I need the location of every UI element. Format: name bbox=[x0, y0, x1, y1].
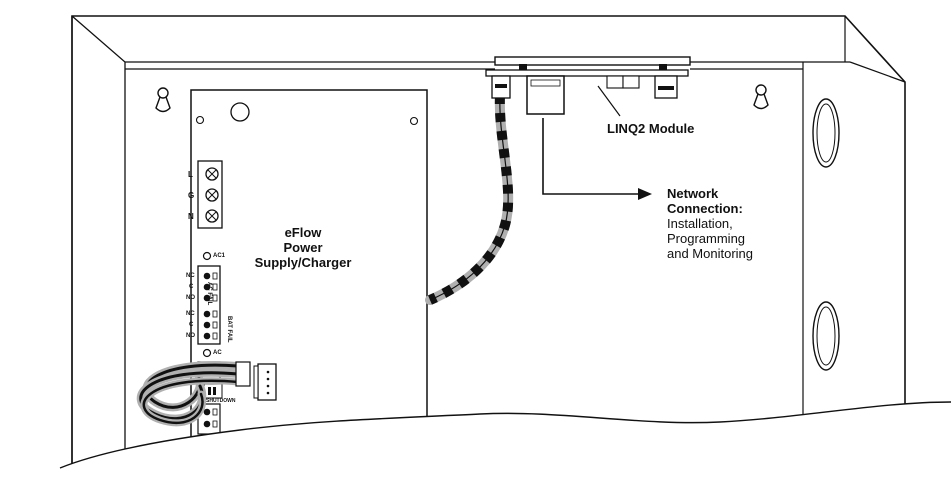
led-ac1-label: AC1 bbox=[213, 253, 226, 259]
contact-label: C bbox=[189, 322, 194, 328]
board-standoff bbox=[230, 102, 250, 122]
contact-label: C bbox=[189, 284, 194, 290]
led-ac-label: AC bbox=[213, 350, 222, 356]
power-supply-board bbox=[190, 89, 428, 468]
psu-label-line: eFlow bbox=[284, 225, 322, 240]
accessory-connector bbox=[253, 363, 277, 401]
network-label-detail: and Monitoring bbox=[667, 246, 753, 261]
ac-fail-label: AC FAIL bbox=[206, 282, 212, 306]
shutdown-label: SHUTDOWN bbox=[206, 398, 236, 404]
terminal-label-g: G bbox=[188, 191, 195, 200]
ac-terminal-block bbox=[197, 160, 223, 229]
led-ac1 bbox=[202, 251, 212, 261]
keyhole-left bbox=[155, 87, 171, 113]
psu-label: eFlow Power Supply/Charger bbox=[240, 225, 366, 270]
led-ac bbox=[202, 348, 212, 358]
network-arrow bbox=[542, 118, 652, 200]
relay-terminal-block bbox=[197, 265, 221, 345]
psu-label-line: Supply/Charger bbox=[254, 255, 352, 270]
cable-plug bbox=[235, 361, 251, 387]
rj45-jack bbox=[526, 75, 565, 115]
enclosure-top-lip bbox=[125, 61, 850, 70]
terminal-label-l: L bbox=[188, 170, 193, 179]
contact-label: NO bbox=[186, 295, 195, 301]
cutaway-edge bbox=[59, 401, 951, 469]
network-label-heading: Connection: bbox=[667, 201, 743, 216]
linq2-module bbox=[485, 56, 691, 115]
twisted-cable bbox=[425, 90, 514, 305]
terminal-label-n: N bbox=[188, 212, 194, 221]
network-label: Network Connection: Installation, Progra… bbox=[667, 186, 753, 261]
keyhole-right bbox=[753, 84, 769, 110]
network-label-detail: Installation, bbox=[667, 216, 733, 231]
network-label-detail: Programming bbox=[667, 231, 746, 246]
enclosure-right-wall bbox=[802, 16, 906, 468]
module-leader-line bbox=[597, 85, 621, 117]
board-mount-hole bbox=[195, 115, 205, 125]
knockout-upper bbox=[812, 98, 840, 168]
psu-label-line: Power bbox=[283, 240, 323, 255]
contact-label: NO bbox=[186, 333, 195, 339]
bat-fail-label: BAT FAIL bbox=[226, 316, 232, 343]
enclosure bbox=[71, 15, 906, 468]
board-mount-hole bbox=[409, 116, 419, 126]
contact-label: NC bbox=[186, 311, 195, 317]
module-label: LINQ2 Module bbox=[607, 121, 695, 136]
knockout-lower bbox=[812, 301, 840, 371]
battery-cable-loop bbox=[136, 361, 242, 427]
contact-label: NC bbox=[186, 273, 195, 279]
network-label-heading: Network bbox=[667, 186, 719, 201]
